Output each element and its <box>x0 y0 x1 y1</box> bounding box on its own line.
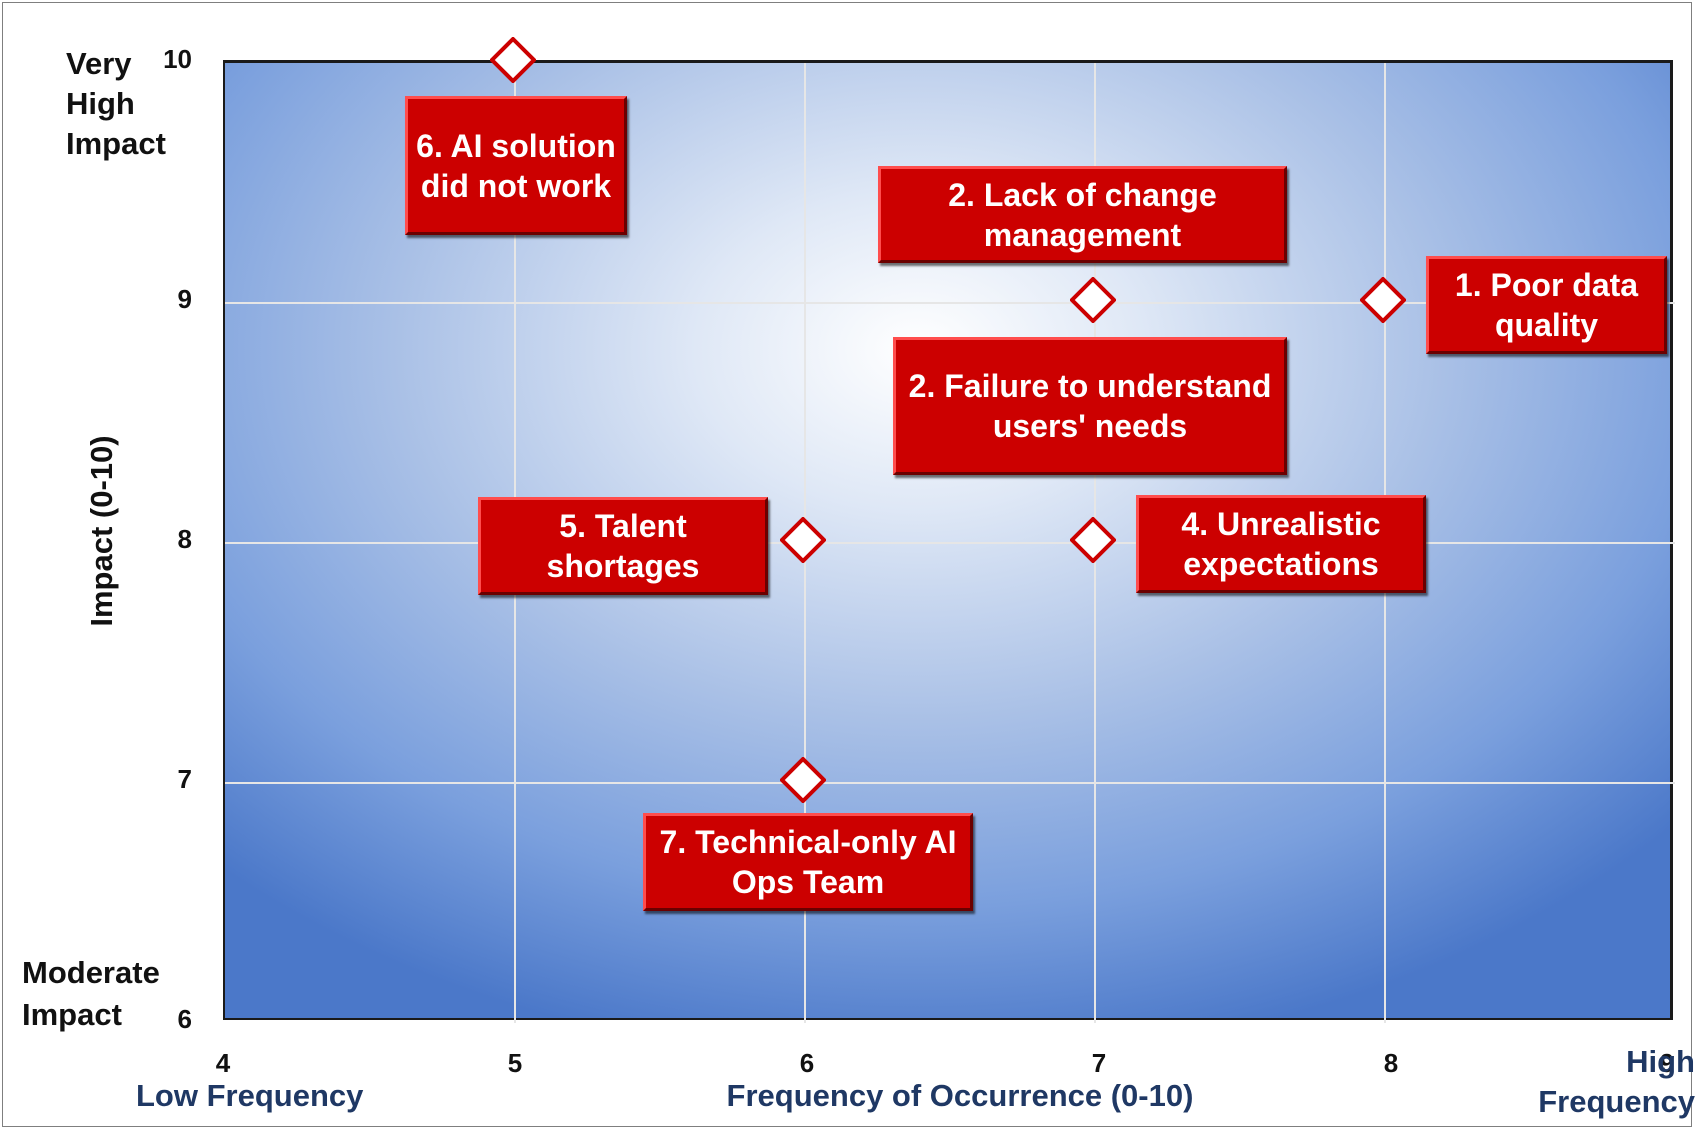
data-point-marker <box>780 517 826 563</box>
diamond-shape <box>780 517 826 563</box>
x-tick-6: 6 <box>799 1048 815 1078</box>
annotation-box: 7. Technical-only AI Ops Team <box>643 813 973 911</box>
annotation-box: 5. Talent shortages <box>478 497 768 595</box>
x-tick-4: 4 <box>215 1048 231 1078</box>
data-point-marker <box>1070 277 1116 323</box>
x-high-label: High Frequency <box>1538 1044 1695 1119</box>
x-low-label: Low Frequency <box>136 1078 364 1113</box>
y-tick-7: 7 <box>177 764 192 794</box>
x-axis-title: Frequency of Occurrence (0-10) <box>726 1078 1194 1113</box>
annotation-box: 2. Failure to understand users' needs <box>893 337 1287 475</box>
data-point-marker <box>1070 517 1116 563</box>
y-low-label: Moderate Impact <box>22 955 160 1032</box>
x-tick-5: 5 <box>507 1048 523 1078</box>
diamond-shape <box>780 757 826 803</box>
data-point-marker <box>780 757 826 803</box>
data-point-marker <box>490 37 536 83</box>
data-point-marker <box>1360 277 1406 323</box>
annotation-box: 2. Lack of change management <box>878 166 1287 263</box>
x-tick-8: 8 <box>1383 1048 1399 1078</box>
y-high-label: Very High Impact <box>66 46 166 161</box>
y-tick-6: 6 <box>177 1004 192 1034</box>
diamond-shape <box>1070 277 1116 323</box>
diamond-shape <box>1360 277 1406 323</box>
y-axis-title: Impact (0-10) <box>84 435 119 627</box>
y-tick-10: 10 <box>163 44 192 74</box>
x-tick-9: 9 <box>1659 1048 1675 1078</box>
annotation-box: 1. Poor data quality <box>1426 256 1667 354</box>
annotation-box: 4. Unrealistic expectations <box>1136 495 1426 593</box>
y-tick-8: 8 <box>177 524 192 554</box>
annotation-box: 6. AI solution did not work <box>405 96 627 235</box>
x-tick-7: 7 <box>1091 1048 1107 1078</box>
diamond-shape <box>490 37 536 83</box>
y-tick-9: 9 <box>177 284 192 314</box>
diamond-shape <box>1070 517 1116 563</box>
